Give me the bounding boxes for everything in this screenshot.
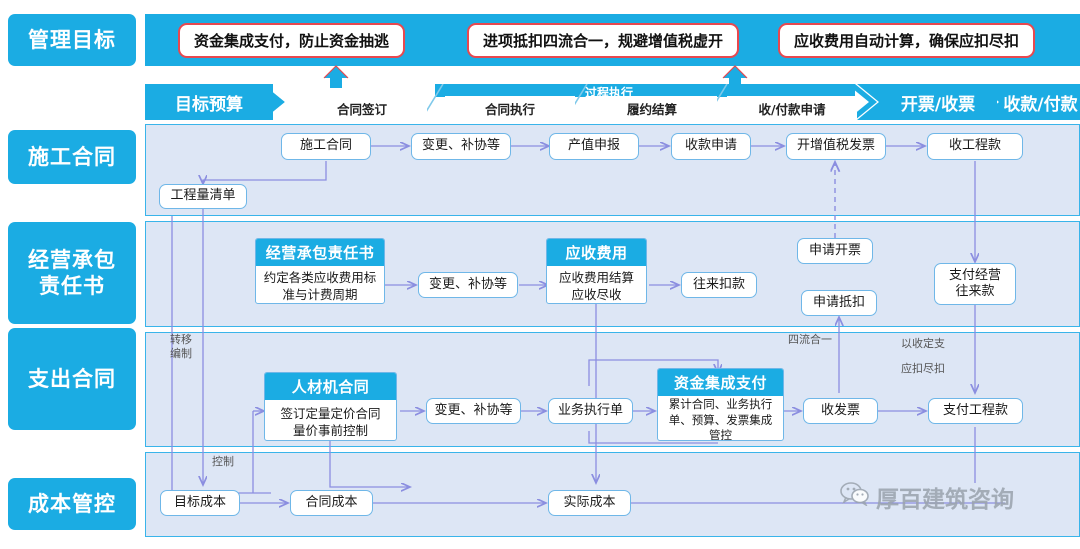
node-label: 变更、补协等 [434, 402, 513, 418]
node-apply-deduction[interactable]: 申请抵扣 [801, 290, 877, 316]
node-current-account-deduction[interactable]: 往来扣款 [681, 272, 757, 298]
uparrow-1 [323, 65, 349, 88]
node-change-supplement-2[interactable]: 变更、补协等 [418, 272, 518, 298]
wechat-icon [840, 482, 870, 512]
node-receive-invoice[interactable]: 收发票 [803, 398, 878, 424]
node-label: 工程量清单 [170, 188, 236, 204]
watermark: 厚百建筑咨询 [840, 480, 1014, 514]
card-body: 签订定量定价合同 量价事前控制 [280, 405, 381, 438]
node-label: 目标成本 [173, 494, 226, 510]
node-construction-contract[interactable]: 施工合同 [281, 133, 371, 160]
annotation-four-flows-in-one: 四流合一 [788, 333, 832, 346]
node-apply-invoice[interactable]: 申请开票 [797, 238, 873, 264]
node-actual-cost[interactable]: 实际成本 [548, 490, 631, 516]
card-title: 应收费用 [547, 239, 646, 266]
rail-text: 施工合同 [28, 144, 116, 169]
node-label: 产值申报 [567, 138, 620, 154]
stage-receipt-payment[interactable]: 收款/付款 [1001, 84, 1080, 120]
card-title: 人材机合同 [265, 373, 396, 400]
process-stage-bar: 目标预算 过程执行 合同签订 合同执行 履约结算 收/付款申请 开票/收票 收款… [145, 84, 1080, 120]
node-label: 申请开票 [808, 242, 861, 258]
node-collection-request[interactable]: 收款申请 [671, 133, 751, 160]
stage-label: 开票/收票 [900, 94, 976, 115]
rail-text: 支出合同 [28, 366, 116, 391]
node-bill-of-quantities[interactable]: 工程量清单 [159, 184, 247, 209]
annotation-control: 控制 [212, 455, 234, 468]
node-issue-vat-invoice[interactable]: 开增值税发票 [786, 133, 886, 160]
node-label: 施工合同 [299, 138, 352, 154]
stage-label: 收款/付款 [1003, 94, 1078, 115]
card-body: 累计合同、业务执行 单、预算、发票集成 管控 [668, 397, 773, 441]
card-receivable-fee[interactable]: 应收费用 应收费用结算 应收尽收 [546, 238, 647, 304]
uparrow-2 [722, 65, 748, 88]
rail-text: 经营承包 责任书 [28, 247, 116, 298]
node-label: 支付工程款 [942, 402, 1008, 418]
node-receive-project-payment[interactable]: 收工程款 [927, 133, 1023, 160]
stage-label: 履约结算 [626, 101, 677, 117]
rail-label-expense-contract: 支出合同 [8, 328, 136, 430]
goal-pill-1: 资金集成支付，防止资金抽逃 [178, 22, 406, 58]
node-pay-project-payment[interactable]: 支付工程款 [928, 398, 1023, 424]
rail-label-contracting-responsibility: 经营承包 责任书 [8, 222, 136, 324]
rail-label-cost-control: 成本管控 [8, 478, 136, 530]
rail-label-management-goal: 管理目标 [8, 14, 136, 66]
card-integrated-fund-payment[interactable]: 资金集成支付 累计合同、业务执行 单、预算、发票集成 管控 [657, 368, 784, 441]
node-label: 变更、补协等 [421, 138, 500, 154]
node-change-supplement-3[interactable]: 变更、补协等 [426, 398, 521, 424]
annotation-income-determines-expense: 以收定支 [901, 337, 945, 350]
stage-target-budget[interactable]: 目标预算 [145, 84, 273, 120]
management-goal-bar: 资金集成支付，防止资金抽逃 进项抵扣四流合一，规避增值税虚开 应收费用自动计算，… [145, 14, 1080, 66]
stage-label: 收/付款申请 [758, 101, 826, 117]
rail-text: 管理目标 [28, 27, 116, 52]
card-body: 应收费用结算 应收尽收 [558, 270, 634, 302]
node-label: 合同成本 [305, 494, 358, 510]
goal-pill-2: 进项抵扣四流合一，规避增值税虚开 [467, 22, 740, 58]
stage-label: 目标预算 [175, 94, 243, 115]
node-label: 开增值税发票 [796, 138, 875, 154]
watermark-text: 厚百建筑咨询 [876, 487, 1014, 513]
card-body: 约定各类应收费用标 准与计费周期 [263, 270, 377, 302]
node-output-declaration[interactable]: 产值申报 [549, 133, 639, 160]
card-title: 经营承包责任书 [256, 239, 384, 266]
node-label: 收工程款 [948, 138, 1001, 154]
annotation-transfer-compile: 转移 编制 [170, 333, 192, 361]
node-pay-operating-account[interactable]: 支付经营 往来款 [934, 263, 1016, 305]
stage-contract-execution[interactable]: 合同执行 [445, 96, 575, 120]
stage-label: 合同执行 [484, 101, 535, 117]
node-label: 收发票 [820, 402, 860, 418]
rail-label-construction-contract: 施工合同 [8, 130, 136, 184]
goal-pill-3: 应收费用自动计算，确保应扣尽扣 [778, 22, 1036, 58]
node-label: 往来扣款 [692, 276, 745, 292]
node-label: 业务执行单 [557, 402, 623, 418]
card-contracting-responsibility[interactable]: 经营承包责任书 约定各类应收费用标 准与计费周期 [255, 238, 385, 304]
node-label: 申请抵扣 [812, 294, 865, 310]
stage-label: 合同签订 [336, 101, 387, 117]
stage-invoicing[interactable]: 开票/收票 [879, 84, 997, 120]
stage-payment-request[interactable]: 收/付款申请 [727, 96, 857, 120]
node-contract-cost[interactable]: 合同成本 [290, 490, 373, 516]
node-change-supplement-1[interactable]: 变更、补协等 [411, 133, 511, 160]
node-label: 变更、补协等 [428, 276, 507, 292]
node-label: 实际成本 [563, 494, 616, 510]
node-business-execution-order[interactable]: 业务执行单 [548, 398, 633, 424]
card-labor-material-machine-contract[interactable]: 人材机合同 签订定量定价合同 量价事前控制 [264, 372, 397, 441]
node-label: 收款申请 [684, 138, 737, 154]
stage-contract-signing[interactable]: 合同签订 [297, 96, 427, 120]
stage-performance-settlement[interactable]: 履约结算 [587, 96, 717, 120]
node-target-cost[interactable]: 目标成本 [160, 490, 240, 516]
rail-text: 成本管控 [28, 491, 116, 516]
card-title: 资金集成支付 [658, 369, 783, 396]
node-label: 支付经营 往来款 [948, 267, 1001, 299]
annotation-deduct-all-due: 应扣尽扣 [901, 362, 945, 375]
